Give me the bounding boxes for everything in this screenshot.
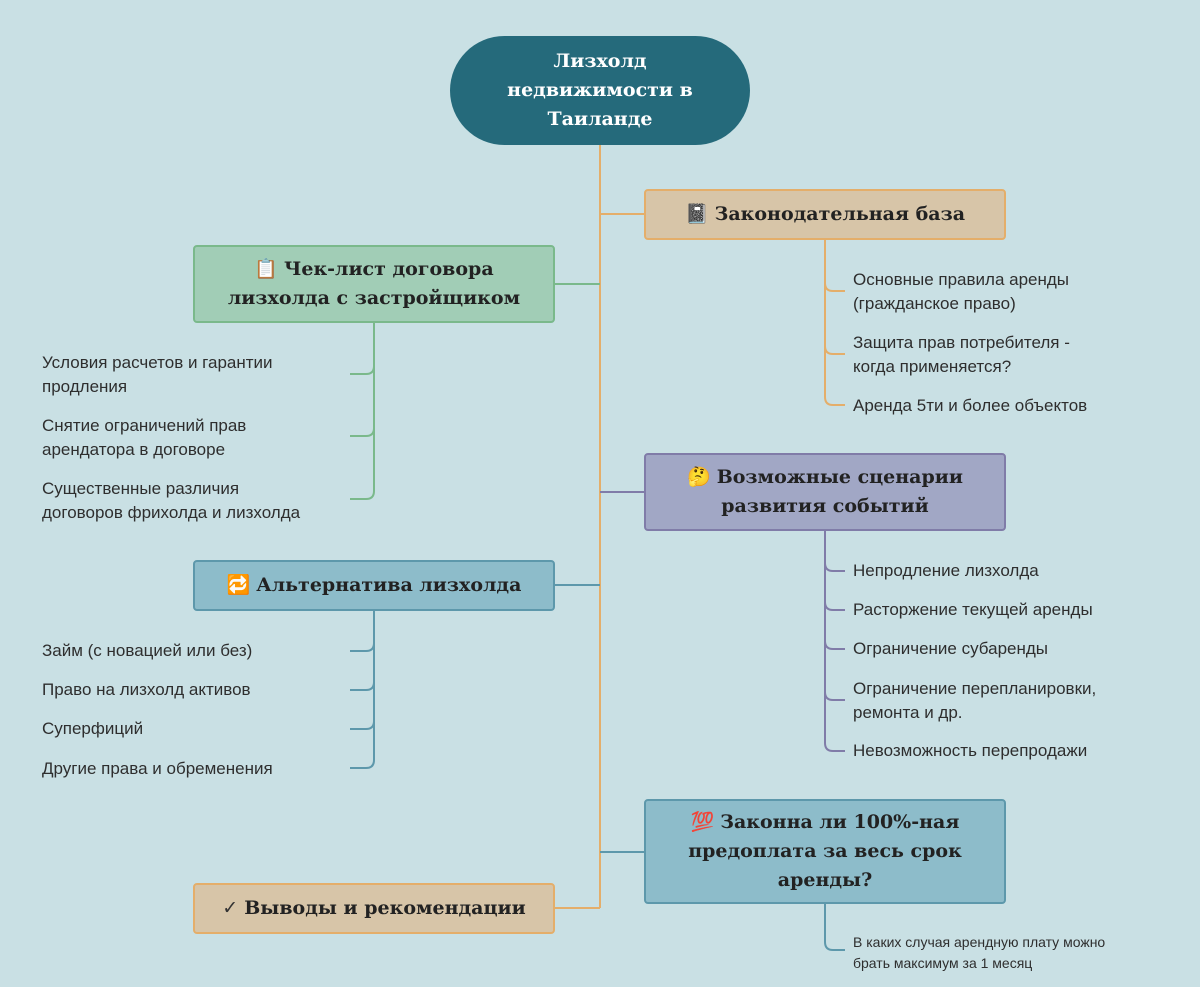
repeat-icon: 🔁 [226, 574, 251, 596]
alternative-item[interactable]: Займ (с новацией или без) [42, 641, 253, 660]
scenario-item[interactable]: Непродление лизхолда [853, 561, 1039, 580]
law-item[interactable]: Защита прав потребителя - когда применяе… [853, 333, 1070, 376]
bracket-checklist [350, 323, 375, 500]
prepayment-item[interactable]: В каких случая арендную плату можно брат… [853, 934, 1106, 971]
scenario-item[interactable]: Невозможность перепродажи [853, 741, 1088, 760]
check-mark-icon: ✓ [222, 897, 239, 919]
notebook-icon: 📓 [684, 203, 709, 225]
branch-conclusions[interactable]: ✓ Выводы и рекомендации [193, 883, 555, 934]
bracket-law [824, 240, 845, 406]
bracket-alternative [350, 611, 375, 769]
checklist-item[interactable]: Снятие ограничений прав арендатора в дог… [42, 416, 247, 459]
alternative-item[interactable]: Другие права и обременения [42, 759, 273, 778]
checklist-item[interactable]: Условия расчетов и гарантии продления [42, 353, 273, 396]
root-title: Лизхолд недвижимости в Таиланде [507, 50, 693, 130]
scenario-item[interactable]: Ограничение субаренды [853, 639, 1049, 658]
root-topic[interactable]: Лизхолд недвижимости в Таиланде [450, 36, 750, 145]
alternative-item[interactable]: Право на лизхолд активов [42, 680, 251, 699]
law-item[interactable]: Аренда 5ти и более объектов [853, 396, 1088, 415]
branch-law[interactable]: 📓 Законодательная база [644, 189, 1006, 240]
branch-checklist[interactable]: 📋Чек-лист договора лизхолда с застройщик… [193, 245, 555, 323]
branch-alternative[interactable]: 🔁 Альтернатива лизхолда [193, 560, 555, 611]
scenario-item[interactable]: Расторжение текущей аренды [853, 600, 1093, 619]
branch-law-title: Законодательная база [714, 203, 966, 225]
alternative-item[interactable]: Суперфиций [42, 719, 144, 738]
branch-alternative-title: Альтернатива лизхолда [256, 574, 522, 596]
checklist-item[interactable]: Существенные различия договоров фрихолда… [42, 479, 301, 522]
bracket-prepayment [824, 904, 845, 951]
bracket-scenarios [824, 531, 845, 752]
branch-scenarios-title: Возможные сценарии развития событий [716, 466, 963, 517]
thinking-face-icon: 🤔 [687, 466, 711, 488]
branch-scenarios[interactable]: 🤔Возможные сценарии развития событий [644, 453, 1006, 531]
branch-checklist-title: Чек-лист договора лизхолда с застройщико… [227, 258, 521, 309]
scenario-item[interactable]: Ограничение перепланировки, ремонта и др… [853, 679, 1097, 722]
law-item[interactable]: Основные правила аренды (гражданское пра… [853, 270, 1070, 313]
branch-prepayment[interactable]: 💯Законна ли 100%-ная предоплата за весь … [644, 799, 1006, 904]
branch-conclusions-title: Выводы и рекомендации [244, 897, 526, 919]
clipboard-icon: 📋 [254, 258, 279, 280]
branch-prepayment-title: Законна ли 100%-ная предоплата за весь с… [688, 811, 962, 891]
hundred-points-icon: 💯 [690, 811, 715, 833]
